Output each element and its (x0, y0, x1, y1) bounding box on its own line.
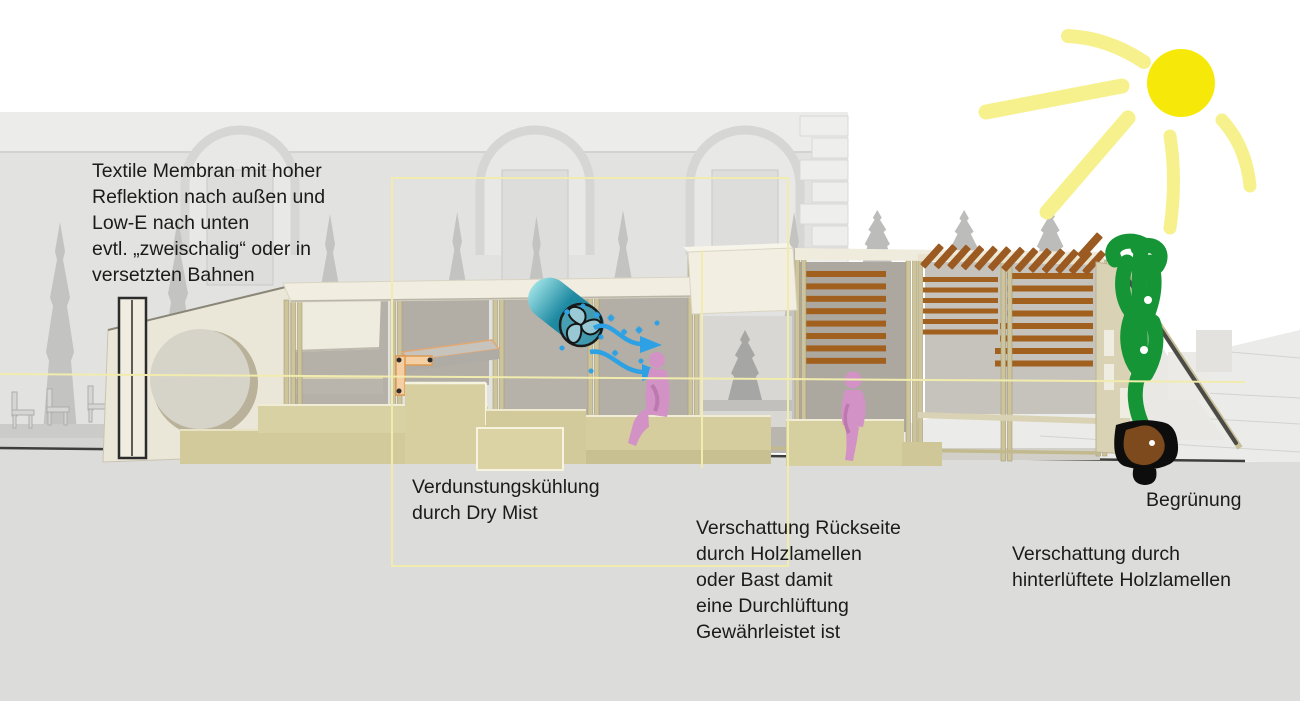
person-seated-2 (841, 371, 866, 461)
bay1-bench (295, 378, 383, 394)
soil (1123, 425, 1165, 466)
mist-nozzle (528, 277, 664, 381)
person-seated-1 (628, 352, 670, 446)
canopies (282, 243, 1104, 315)
membrane-wall (102, 285, 291, 463)
sun (978, 29, 1257, 235)
pavilion (102, 232, 1243, 485)
wood-lamella-panels (803, 271, 1093, 367)
platform-high-block (405, 383, 486, 464)
sun-rays (978, 29, 1257, 235)
guide-rectangle (391, 177, 789, 567)
canopy-box (687, 247, 798, 315)
annotation-lamella-shading: Verschattung durch hinterlüftete Holzlam… (1012, 543, 1231, 591)
plant-gap (1140, 346, 1148, 354)
guide-horizontal (0, 373, 1246, 383)
annotation-greening: Begrünung (1146, 489, 1242, 511)
plant-gap (1144, 296, 1152, 304)
pergola-slats (920, 232, 1106, 275)
foreground (0, 449, 1300, 701)
sun-disc (1147, 49, 1215, 117)
plant-pot (1114, 420, 1179, 485)
annotation-mist-cooling: Verdunstungskühlung durch Dry Mist (412, 476, 600, 524)
guide-lines (0, 177, 1246, 567)
platform-step (476, 427, 564, 471)
annotation-membrane: Textile Membran mit hoher Reflektion nac… (92, 160, 326, 286)
lamella-panel-c (995, 273, 1093, 367)
green-plant (1105, 233, 1168, 430)
membrane-screen (291, 295, 381, 352)
lamella-panel-a (803, 271, 886, 364)
annotation-back-shading: Verschattung Rückseite durch Holzlamelle… (696, 517, 901, 643)
lamella-panel-b (923, 277, 998, 335)
